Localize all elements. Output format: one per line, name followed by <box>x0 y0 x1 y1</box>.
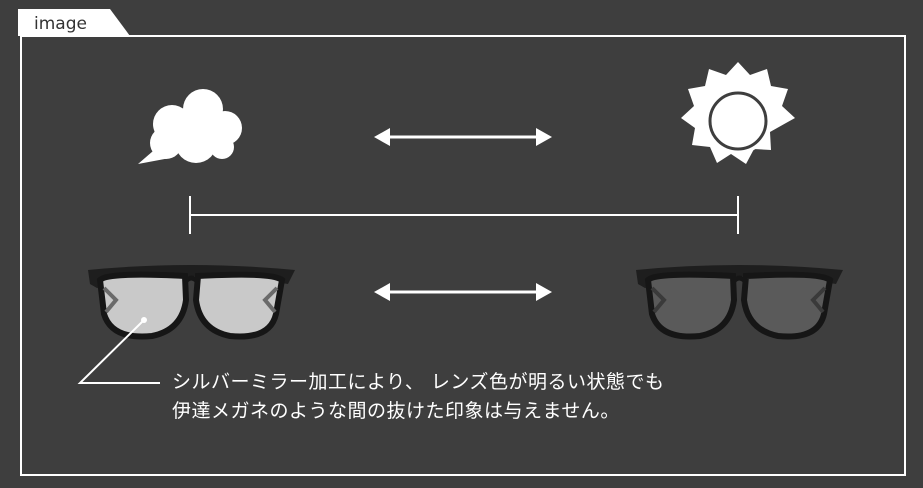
sun-icon <box>681 62 795 164</box>
caption-text: シルバーミラー加工により、 レンズ色が明るい状態でも 伊達メガネのような間の抜け… <box>172 368 665 426</box>
light-lens-glasses-icon <box>88 265 295 340</box>
sun-core-inner <box>708 91 768 151</box>
caption-line-2: 伊達メガネのような間の抜けた印象は与えません。 <box>172 400 620 422</box>
top-double-arrow <box>374 128 552 146</box>
dark-lens-glasses-icon <box>636 265 843 340</box>
cloud-icon <box>138 89 242 164</box>
caption-leader-line <box>77 319 160 384</box>
bottom-double-arrow <box>374 283 552 301</box>
image-tab-shape <box>18 9 130 36</box>
brightness-scale-bar <box>189 196 739 234</box>
sun-core <box>705 88 771 154</box>
caption-line-1: シルバーミラー加工により、 レンズ色が明るい状態でも <box>172 371 665 393</box>
content-frame <box>20 35 906 476</box>
image-tab: image <box>18 9 130 36</box>
image-tab-label: image <box>34 14 87 34</box>
